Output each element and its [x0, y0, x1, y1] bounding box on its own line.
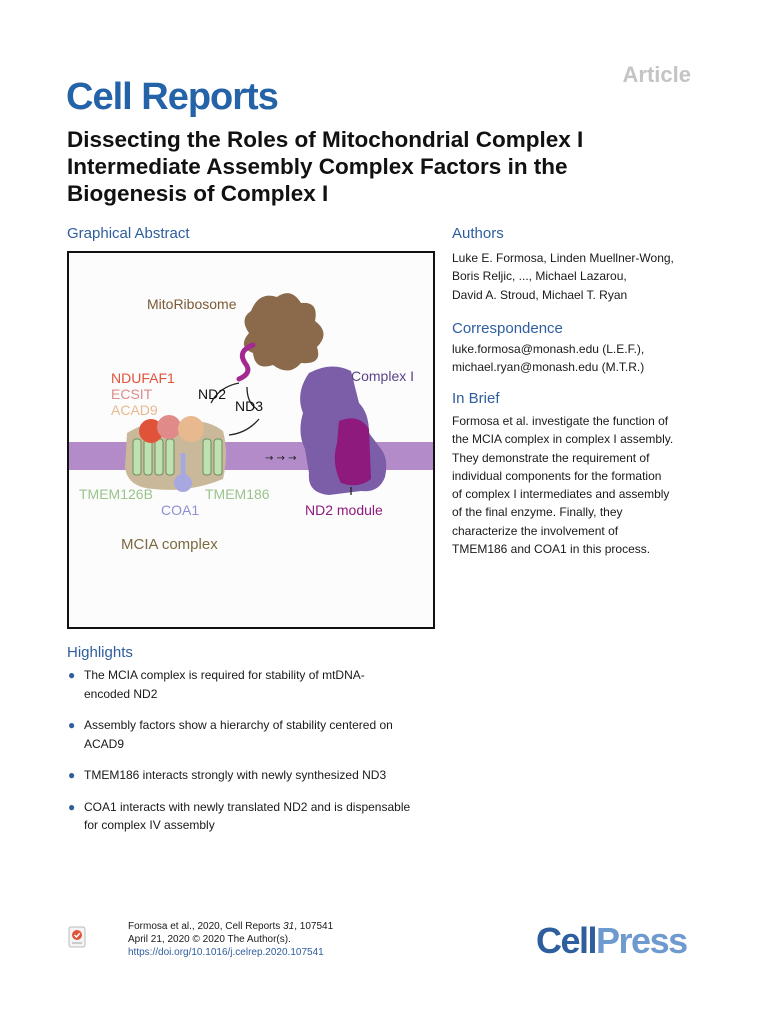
graphical-abstract-figure: → → → MitoRibosome NDUFAF1 ECSIT ACAD9 N… [67, 251, 435, 629]
membrane-arrows: → → → [265, 453, 297, 464]
in-brief-line: of the final enzyme. Finally, they [452, 505, 623, 520]
bullet-icon: ● [68, 768, 76, 782]
label-tmem186: TMEM186 [205, 486, 270, 502]
acad9-domain [178, 416, 204, 442]
label-acad9: ACAD9 [111, 402, 158, 418]
label-nd2: ND2 [198, 386, 226, 402]
arrow-nd3 [246, 386, 258, 410]
correspondence-emails: luke.formosa@monash.edu (L.E.F.), michae… [452, 340, 702, 377]
tmem126b-helix-1 [132, 438, 142, 476]
label-ndufaf1: NDUFAF1 [111, 370, 175, 386]
mitoribosome-shape [243, 293, 324, 371]
email-link[interactable]: michael.ryan@monash.edu (M.T.R.) [452, 360, 645, 375]
in-brief-line: individual components for the formation [452, 468, 662, 483]
graphical-abstract-heading: Graphical Abstract [67, 225, 190, 242]
ecsit-domain [157, 415, 181, 439]
authors-line: David A. Stroud, Michael T. Ryan [452, 287, 628, 302]
highlight-item: ● Assembly factors show a hierarchy of s… [68, 718, 393, 751]
tmem186-helix-2 [213, 438, 223, 476]
nascent-chain [236, 342, 256, 382]
coa1-domain [174, 474, 192, 492]
highlights-list: ● The MCIA complex is required for stabi… [67, 666, 437, 848]
article-type-label: Article [622, 62, 691, 87]
date-line: April 21, 2020 © 2020 The Author(s). [128, 934, 291, 945]
paper-title: Dissecting the Roles of Mitochondrial Co… [67, 127, 584, 206]
citation-footer: Formosa et al., 2020, Cell Reports 31, 1… [128, 920, 333, 959]
label-nd3: ND3 [235, 398, 263, 414]
graphical-abstract-diagram: → → → MitoRibosome NDUFAF1 ECSIT ACAD9 N… [69, 293, 433, 553]
nd2-module-shape [334, 418, 371, 486]
in-brief-line: characterize the involvement of [452, 523, 619, 538]
ndufaf1-domain [139, 419, 163, 443]
email-link[interactable]: luke.formosa@monash.edu (L.E.F.), [452, 342, 645, 356]
tmem126b-helix-3 [154, 438, 164, 476]
highlight-item: ● COA1 interacts with newly translated N… [68, 799, 411, 833]
tmem126b-helix-4 [165, 438, 175, 476]
bullet-icon: ● [68, 799, 76, 814]
correspondence-heading: Correspondence [452, 320, 563, 337]
authors-list: Luke E. Formosa, Linden Muellner-Wong, B… [452, 249, 702, 304]
label-complex-i: Complex I [351, 368, 414, 384]
label-coa1: COA1 [161, 502, 199, 518]
highlight-item: ● TMEM186 interacts strongly with newly … [67, 766, 437, 785]
check-for-updates-icon[interactable] [68, 926, 86, 948]
in-brief-line: of complex I intermediates and assembly [452, 487, 670, 502]
journal-logo: Cell Reports [66, 76, 279, 118]
authors-line: Boris Reljic, ..., Michael Lazarou, [452, 269, 627, 284]
highlights-heading: Highlights [67, 644, 133, 661]
label-mitoribosome: MitoRibosome [147, 296, 237, 312]
doi-link[interactable]: https://doi.org/10.1016/j.celrep.2020.10… [128, 947, 324, 958]
label-tmem126b: TMEM126B [79, 486, 153, 502]
in-brief-line: Formosa et al. investigate the function … [452, 414, 669, 428]
arrow-nd3-to-mcia [228, 418, 260, 436]
citation-line: Formosa et al., 2020, Cell Reports 31, 1… [128, 921, 334, 932]
label-mcia-complex: MCIA complex [121, 536, 218, 553]
bullet-icon: ● [68, 718, 76, 732]
in-brief-line: TMEM186 and COA1 in this process. [452, 542, 651, 557]
authors-line: Luke E. Formosa, Linden Muellner-Wong, [452, 251, 674, 265]
tmem126b-helix-2 [143, 438, 153, 476]
label-ecsit: ECSIT [111, 386, 153, 402]
tmem186-helix-1 [202, 438, 212, 476]
authors-heading: Authors [452, 225, 504, 242]
highlight-item: ● The MCIA complex is required for stabi… [68, 668, 365, 701]
in-brief-text: Formosa et al. investigate the function … [452, 412, 702, 558]
in-brief-line: the MCIA complex in complex I assembly. [452, 432, 674, 447]
arrow-nd2 [210, 382, 240, 404]
in-brief-heading: In Brief [452, 390, 500, 407]
label-nd2-module: ND2 module [305, 502, 383, 518]
in-brief-line: They demonstrate the requirement of [452, 450, 650, 465]
bullet-icon: ● [68, 668, 76, 682]
cellpress-logo: CellPress [536, 920, 688, 961]
